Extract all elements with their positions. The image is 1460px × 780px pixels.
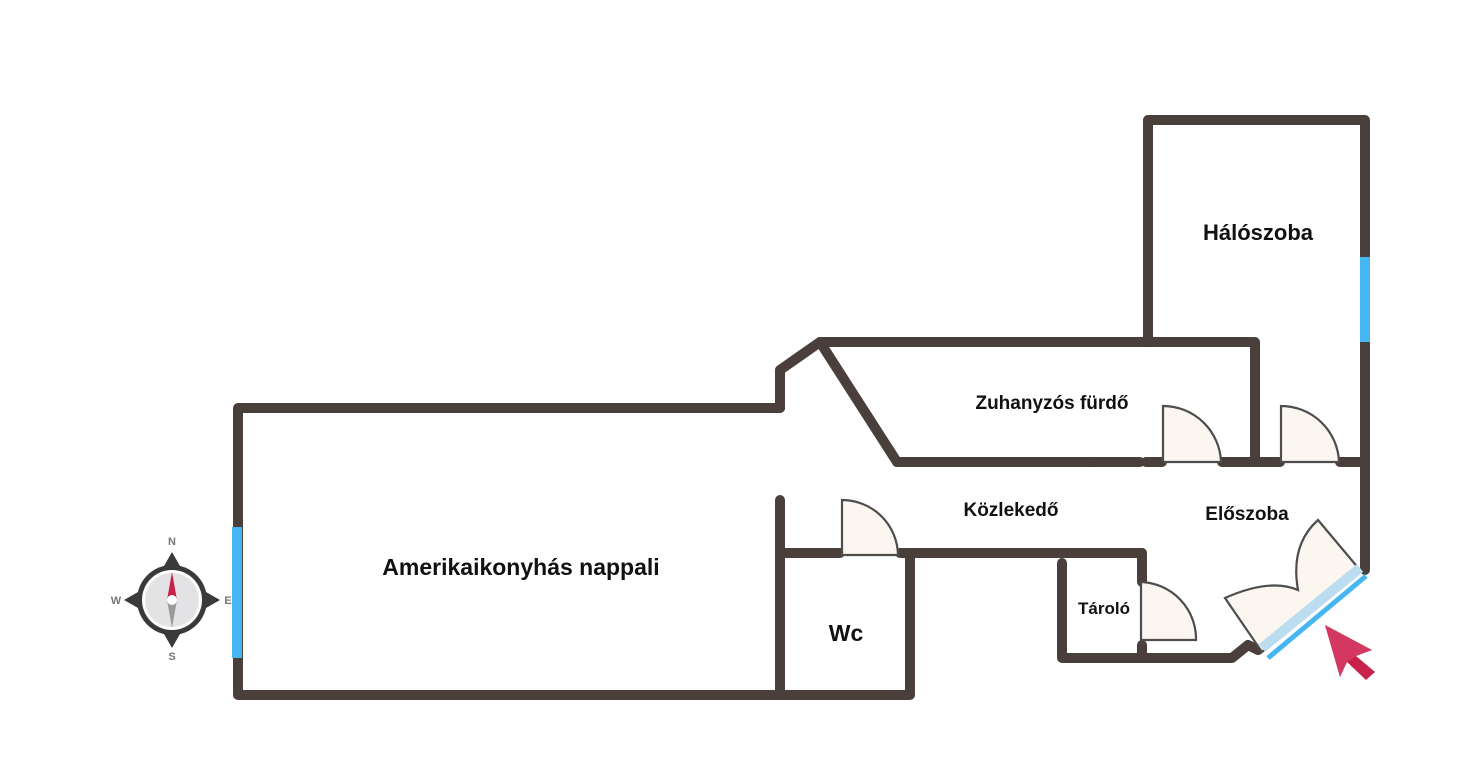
room-label-wc: Wc: [829, 620, 864, 646]
compass-icon: [124, 552, 220, 648]
room-label-hall: Előszoba: [1205, 504, 1289, 525]
walls: [233, 115, 1370, 700]
bathroom-door[interactable]: [1161, 404, 1223, 464]
compass-east: E: [224, 595, 231, 607]
entrance-window: [1266, 574, 1368, 660]
bedroom-wall: [1143, 115, 1370, 575]
room-label-living: Amerikaikonyhás nappali: [382, 554, 659, 580]
living-room-wall: [233, 403, 915, 700]
entrance-arrow-icon: [1325, 625, 1375, 680]
room-label-storage: Tároló: [1078, 599, 1130, 618]
room-label-bathroom: Zuhanyzós fürdő: [975, 393, 1128, 414]
compass-south: S: [168, 651, 175, 663]
storage-door[interactable]: [1139, 580, 1198, 642]
room-label-bedroom: Hálószoba: [1203, 220, 1314, 245]
wc-door[interactable]: [840, 498, 900, 557]
room-label-corridor: Közlekedő: [963, 500, 1058, 521]
storage-wall: [1057, 558, 1263, 663]
entrance-door-glass: [1258, 564, 1364, 652]
compass-west: W: [111, 595, 122, 607]
bathroom-diagonal-wall: [815, 337, 1095, 467]
bedroom-door[interactable]: [1279, 404, 1341, 464]
entrance-door[interactable]: [1223, 518, 1362, 654]
compass-north: N: [168, 536, 176, 548]
